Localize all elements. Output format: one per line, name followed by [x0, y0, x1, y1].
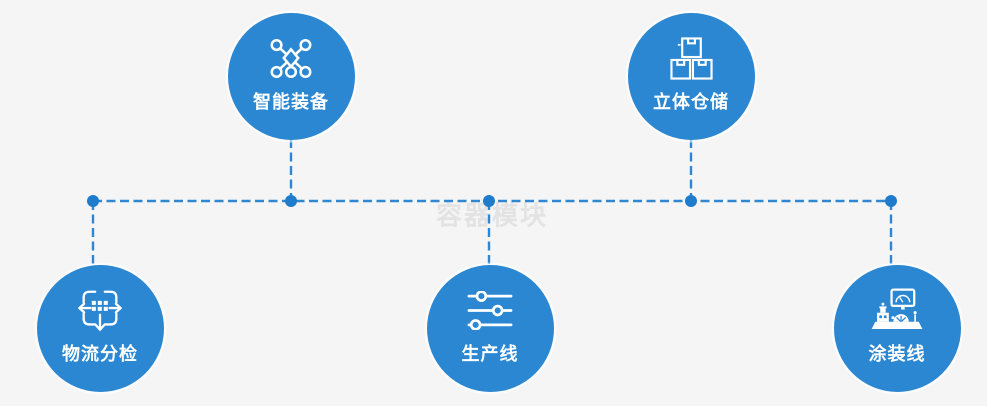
junction-dot: [685, 195, 697, 207]
node-production-line: 生产线: [426, 264, 554, 392]
junction-dot: [87, 195, 99, 207]
node-stereo-warehouse: 立体仓储: [627, 12, 755, 140]
node-label: 立体仓储: [653, 92, 729, 112]
junction-dot: [483, 195, 495, 207]
node-label: 物流分检: [62, 344, 138, 364]
node-logistics-sorting: 物流分检: [36, 264, 164, 392]
control-console-icon: [868, 285, 926, 335]
sorting-crosshair-icon: [75, 285, 125, 335]
node-smart-equipment: 智能装备: [227, 12, 355, 140]
node-label: 生产线: [461, 344, 519, 364]
junction-dot: [885, 195, 897, 207]
network-nodes-icon: [266, 33, 316, 83]
node-painting-line: 涂装线: [833, 264, 961, 392]
sliders-icon: [467, 285, 513, 335]
node-label: 涂装线: [868, 344, 926, 364]
junction-dot: [285, 195, 297, 207]
node-label: 智能装备: [253, 92, 329, 112]
stacked-boxes-icon: [669, 33, 713, 83]
